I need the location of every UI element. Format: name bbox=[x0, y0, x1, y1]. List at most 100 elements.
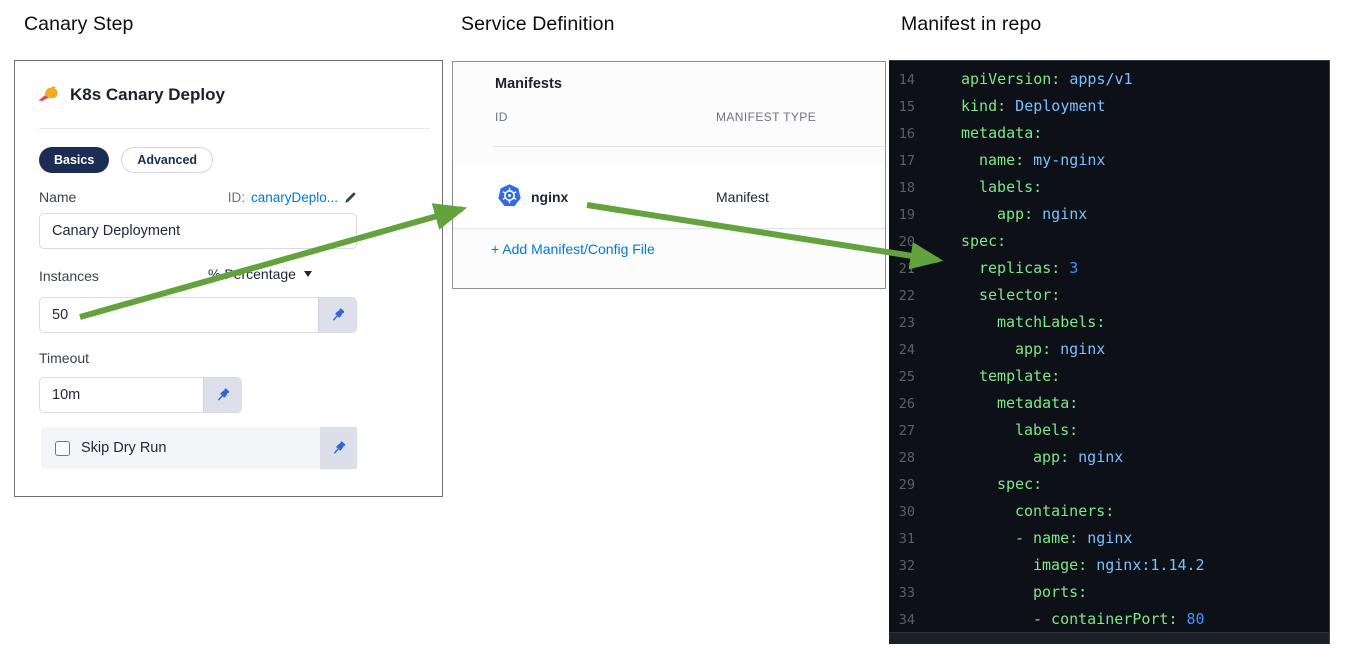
code-line-23: 23 matchLabels: bbox=[889, 309, 1329, 336]
instances-unit-dropdown[interactable]: % Percentage bbox=[208, 266, 312, 282]
line-number: 28 bbox=[898, 450, 915, 466]
line-number: 23 bbox=[898, 315, 915, 331]
column-header-id: ID bbox=[495, 110, 508, 124]
yaml-value: nginx bbox=[1078, 529, 1133, 547]
yaml-key: metadata: bbox=[997, 394, 1079, 412]
step-title: K8s Canary Deploy bbox=[70, 84, 225, 104]
code-line-31: 31 - name: nginx bbox=[889, 525, 1329, 552]
line-number: 26 bbox=[898, 396, 915, 412]
tab-bar: Basics Advanced bbox=[39, 147, 214, 173]
yaml-value: my-nginx bbox=[1024, 151, 1106, 169]
yaml-key: labels: bbox=[979, 178, 1043, 196]
line-number: 19 bbox=[898, 207, 915, 223]
card-header: K8s Canary Deploy bbox=[37, 83, 225, 106]
code-line-34: 34 - containerPort: 80 bbox=[889, 606, 1329, 633]
horizontal-scrollbar-track[interactable] bbox=[889, 632, 1329, 644]
yaml-key: spec: bbox=[961, 232, 1007, 250]
line-number: 21 bbox=[898, 261, 915, 277]
line-number: 27 bbox=[898, 423, 915, 439]
line-number: 22 bbox=[898, 288, 915, 304]
code-text: image: nginx:1.14.2 bbox=[961, 556, 1205, 574]
code-line-30: 30 containers: bbox=[889, 498, 1329, 525]
yaml-key: name: bbox=[979, 151, 1025, 169]
timeout-label: Timeout bbox=[39, 350, 90, 366]
line-number: 30 bbox=[898, 504, 915, 520]
code-line-28: 28 app: nginx bbox=[889, 444, 1329, 471]
code-line-26: 26 metadata: bbox=[889, 390, 1329, 417]
pin-runtime-input-button[interactable] bbox=[320, 427, 357, 469]
indent bbox=[961, 488, 997, 489]
pin-runtime-input-button[interactable] bbox=[318, 298, 356, 332]
yaml-key: replicas: bbox=[979, 259, 1061, 277]
service-definition-heading: Service Definition bbox=[461, 13, 615, 35]
code-text: labels: bbox=[961, 178, 1042, 196]
line-number: 20 bbox=[898, 234, 915, 250]
indent bbox=[961, 164, 979, 165]
code-text: - containerPort: 80 bbox=[961, 610, 1205, 628]
yaml-value: nginx:1.14.2 bbox=[1087, 556, 1205, 574]
tab-advanced[interactable]: Advanced bbox=[121, 147, 214, 173]
line-number: 14 bbox=[898, 72, 915, 88]
yaml-key: app: bbox=[997, 205, 1034, 223]
code-line-20: 20 spec: bbox=[889, 228, 1329, 255]
line-number: 33 bbox=[898, 585, 915, 601]
code-text: matchLabels: bbox=[961, 313, 1105, 331]
yaml-key: selector: bbox=[979, 286, 1061, 304]
yaml-key: spec: bbox=[997, 475, 1043, 493]
code-line-17: 17 name: my-nginx bbox=[889, 147, 1329, 174]
id-value-link[interactable]: canaryDeplo... bbox=[250, 189, 338, 205]
indent bbox=[961, 191, 979, 192]
manifest-type: Manifest bbox=[716, 189, 769, 205]
tab-basics[interactable]: Basics bbox=[39, 147, 110, 173]
timeout-input-group bbox=[39, 377, 242, 413]
code-text: - name: nginx bbox=[961, 529, 1132, 547]
indent bbox=[961, 218, 997, 219]
code-text: spec: bbox=[961, 475, 1042, 493]
pin-runtime-input-button[interactable] bbox=[203, 378, 241, 412]
indent bbox=[961, 353, 1015, 354]
code-line-19: 19 app: nginx bbox=[889, 201, 1329, 228]
line-number: 24 bbox=[898, 342, 915, 358]
yaml-key: labels: bbox=[1015, 421, 1079, 439]
indent bbox=[961, 623, 1033, 624]
code-text: kind: Deployment bbox=[961, 97, 1106, 115]
code-text: replicas: 3 bbox=[961, 259, 1078, 277]
indent bbox=[961, 542, 1015, 543]
yaml-key: ports: bbox=[1033, 583, 1088, 601]
code-text: app: nginx bbox=[961, 448, 1123, 466]
yaml-value: 80 bbox=[1177, 610, 1205, 628]
yaml-key: matchLabels: bbox=[997, 313, 1106, 331]
yaml-value: nginx bbox=[1069, 448, 1124, 466]
code-text: name: my-nginx bbox=[961, 151, 1105, 169]
yaml-key: - name: bbox=[1015, 529, 1079, 547]
line-number: 34 bbox=[898, 612, 915, 628]
line-number: 31 bbox=[898, 531, 915, 547]
line-number: 17 bbox=[898, 153, 915, 169]
indent bbox=[961, 515, 1015, 516]
code-line-33: 33 ports: bbox=[889, 579, 1329, 606]
indent bbox=[961, 272, 979, 273]
yaml-key: containers: bbox=[1015, 502, 1115, 520]
name-input[interactable] bbox=[39, 213, 357, 249]
code-text: metadata: bbox=[961, 124, 1042, 142]
yaml-key: app: bbox=[1033, 448, 1070, 466]
edit-pencil-icon[interactable] bbox=[344, 191, 357, 204]
code-text: selector: bbox=[961, 286, 1060, 304]
unit-dropdown-value: % Percentage bbox=[208, 266, 296, 282]
manifest-id: nginx bbox=[531, 189, 569, 205]
add-manifest-link[interactable]: + Add Manifest/Config File bbox=[491, 241, 655, 257]
instances-input[interactable] bbox=[40, 298, 318, 332]
manifest-row-nginx[interactable]: nginx Manifest bbox=[453, 164, 885, 229]
skip-dry-run-checkbox[interactable] bbox=[55, 440, 70, 456]
timeout-input[interactable] bbox=[40, 378, 203, 412]
indent bbox=[961, 407, 997, 408]
code-text: app: nginx bbox=[961, 205, 1087, 223]
code-text: app: nginx bbox=[961, 340, 1105, 358]
yaml-key: - containerPort: bbox=[1033, 610, 1178, 628]
instances-label: Instances bbox=[39, 268, 99, 284]
